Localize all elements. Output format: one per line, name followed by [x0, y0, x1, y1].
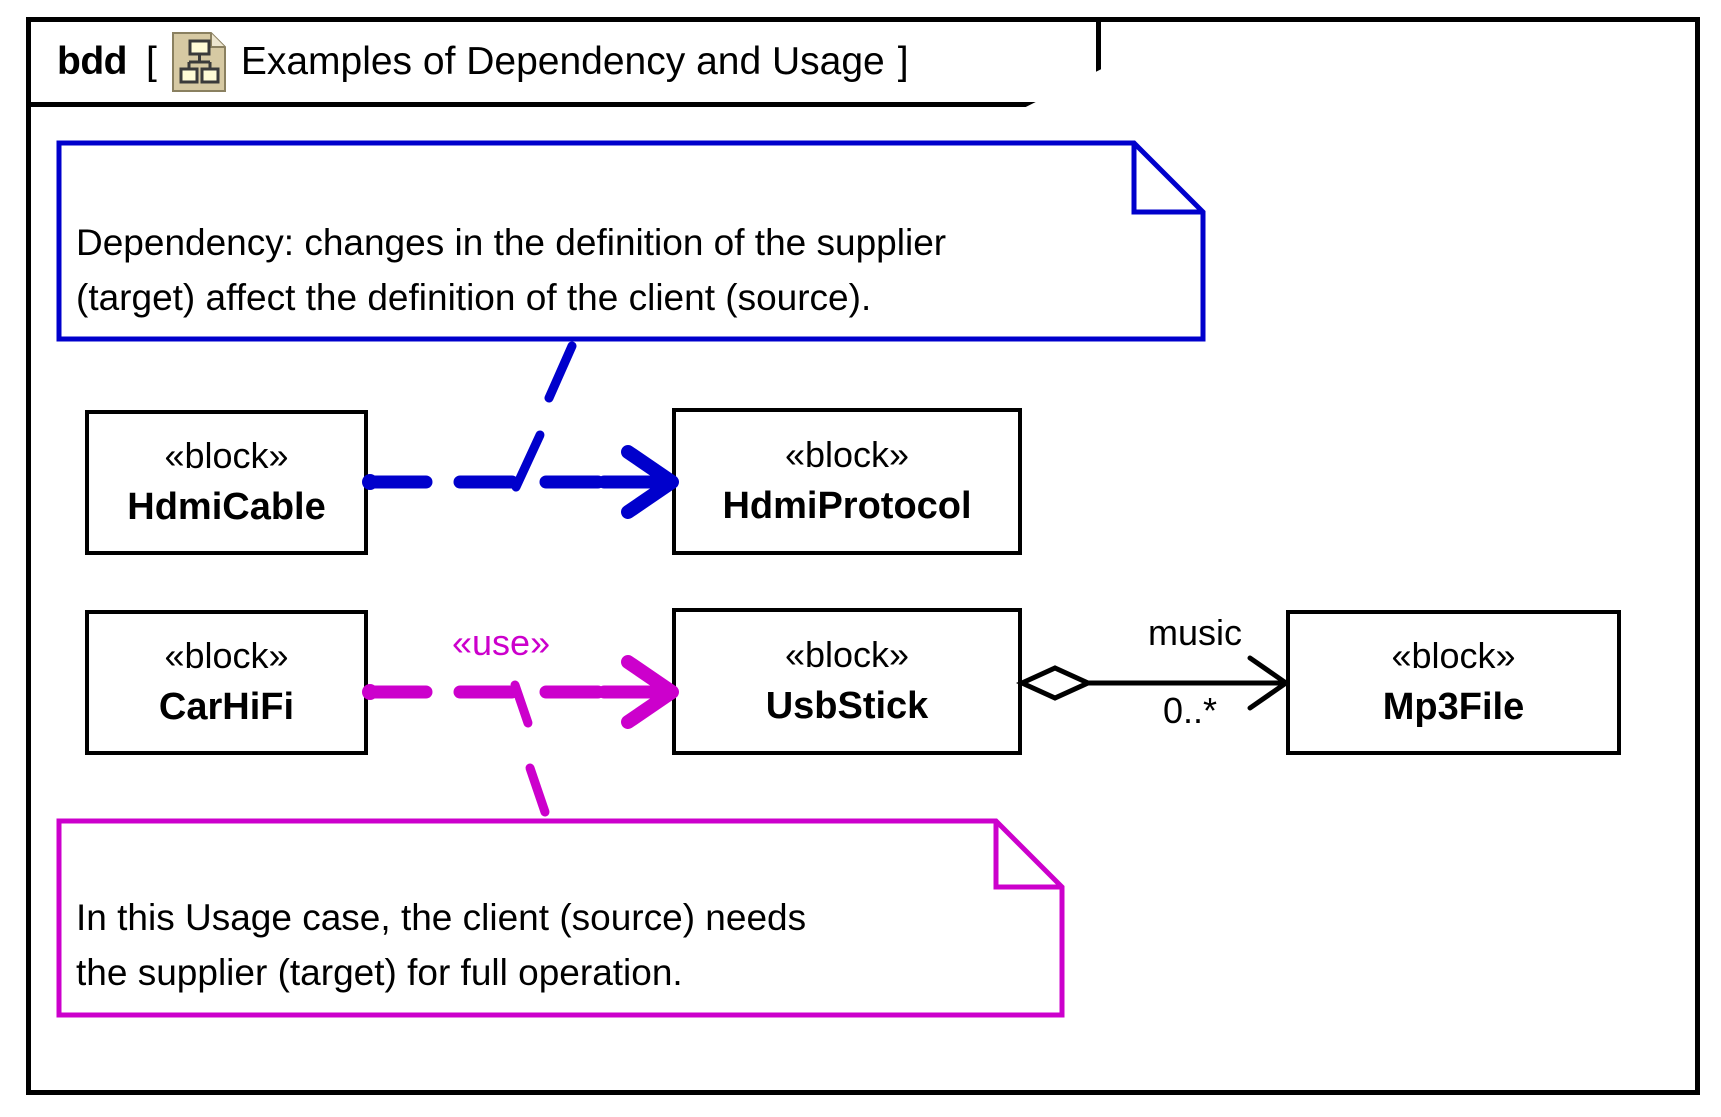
block-carhifi[interactable]: «block» CarHiFi — [85, 610, 368, 755]
bracket-close: ] — [897, 40, 909, 83]
block-carhifi-name: CarHiFi — [158, 686, 295, 729]
block-hdmicable-name: HdmiCable — [127, 486, 326, 529]
block-hdmiprotocol-stereotype: «block» — [784, 433, 910, 475]
dependency-note-line-1: Dependency: changes in the definition of… — [76, 222, 947, 263]
usage-note: In this Usage case, the client (source) … — [56, 818, 1066, 1018]
block-usbstick-name: UsbStick — [765, 685, 929, 728]
association-multiplicity-label: 0..* — [1163, 690, 1218, 731]
block-mp3file-stereotype: «block» — [1391, 634, 1516, 676]
usage-note-line-2: the supplier (target) for full operation… — [76, 952, 683, 993]
usage-note-line-1: In this Usage case, the client (source) … — [76, 897, 807, 938]
usage-note-shape — [56, 818, 1065, 1018]
block-hdmicable-stereotype: «block» — [164, 434, 289, 476]
block-mp3file[interactable]: «block» Mp3File — [1286, 610, 1621, 755]
diagram-header: bdd [ Examples of Dependency and Usage ] — [40, 17, 1100, 107]
diagram-title: Examples of Dependency and Usage — [240, 40, 885, 83]
block-hdmiprotocol-name: HdmiProtocol — [722, 485, 972, 528]
association-role-label: music — [1148, 612, 1243, 653]
usage-stereotype-label: «use» — [452, 622, 551, 663]
block-carhifi-stereotype: «block» — [164, 634, 289, 676]
block-usbstick[interactable]: «block» UsbStick — [672, 608, 1022, 755]
dependency-note-shape — [56, 140, 1206, 342]
block-usbstick-stereotype: «block» — [784, 633, 910, 675]
block-definition-diagram-icon — [171, 31, 227, 93]
bracket-open: [ — [145, 40, 157, 83]
diagram-kind-keyword: bdd — [57, 40, 127, 83]
dependency-note: Dependency: changes in the definition of… — [56, 140, 1206, 342]
dependency-note-line-2: (target) affect the definition of the cl… — [76, 277, 872, 318]
block-hdmicable[interactable]: «block» HdmiCable — [85, 410, 368, 555]
block-mp3file-name: Mp3File — [1382, 686, 1525, 729]
block-hdmiprotocol[interactable]: «block» HdmiProtocol — [672, 408, 1022, 555]
